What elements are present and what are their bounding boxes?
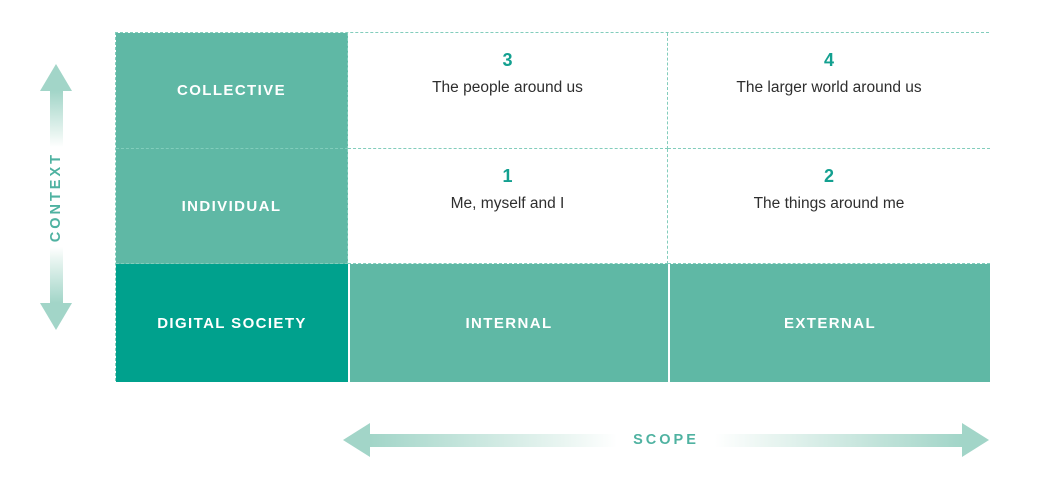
quadrant-1: 1 Me, myself and I (348, 149, 668, 264)
quadrant-1-label: Me, myself and I (450, 195, 565, 212)
scope-axis-label: SCOPE (633, 432, 699, 448)
scope-axis: SCOPE (343, 423, 990, 457)
context-arrow-shaft-bottom (49, 247, 63, 303)
quadrant-3-number: 3 (502, 50, 513, 70)
quadrant-4-number: 4 (823, 50, 834, 70)
arrow-up-icon (40, 64, 72, 91)
scope-arrow-shaft-left (370, 433, 618, 447)
column-header-internal: INTERNAL (348, 264, 668, 382)
corner-label-digital-society: DIGITAL SOCIETY (116, 264, 348, 382)
quadrant-2: 2 The things around me (668, 149, 990, 264)
quadrant-1-number: 1 (502, 166, 513, 186)
matrix-grid: COLLECTIVE 3 The people around us 4 The … (115, 32, 990, 382)
context-axis-label: CONTEXT (48, 151, 64, 243)
context-arrow-shaft-top (49, 91, 63, 147)
arrow-down-icon (40, 303, 72, 330)
quadrant-4: 4 The larger world around us (668, 33, 990, 149)
quadrant-2-label: The things around me (753, 195, 905, 212)
column-header-external: EXTERNAL (668, 264, 990, 382)
arrow-right-icon (962, 423, 990, 457)
row-header-individual: INDIVIDUAL (116, 149, 348, 264)
arrow-left-icon (343, 423, 370, 457)
quadrant-3: 3 The people around us (348, 33, 668, 149)
quadrant-4-label: The larger world around us (736, 79, 922, 96)
context-axis: CONTEXT (39, 64, 73, 330)
row-header-collective: COLLECTIVE (116, 33, 348, 149)
quadrant-2-number: 2 (823, 166, 834, 186)
scope-arrow-shaft-right (714, 433, 963, 447)
quadrant-3-label: The people around us (432, 79, 583, 96)
